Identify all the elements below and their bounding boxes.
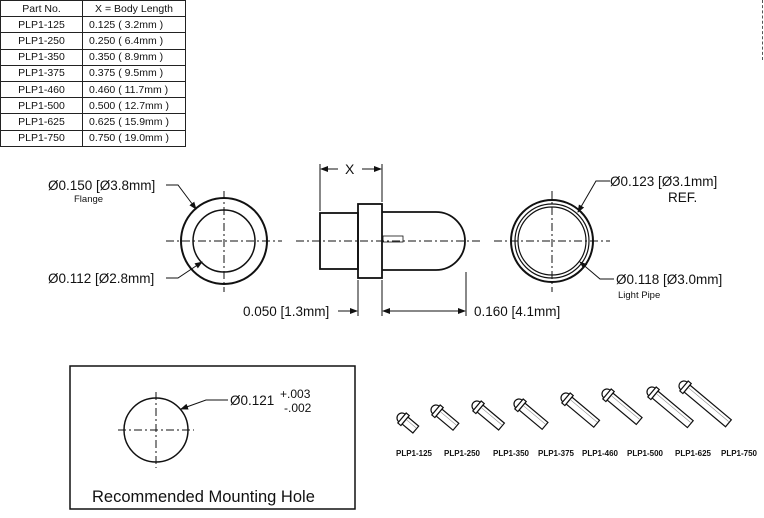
part-dome <box>646 386 656 397</box>
part-body <box>651 390 695 429</box>
side-view <box>296 164 482 316</box>
lineup-part <box>646 386 695 429</box>
lineup-part <box>471 400 506 431</box>
part-dome <box>560 392 570 403</box>
lineup-part <box>678 380 733 428</box>
front-view <box>166 184 282 292</box>
lineup-part <box>396 412 420 434</box>
pipe-leader <box>579 261 614 280</box>
ref-caption: REF. <box>668 190 697 205</box>
part-highlight <box>656 393 691 423</box>
part-body <box>401 416 420 434</box>
mount-leader <box>180 399 228 410</box>
part-highlight <box>611 395 640 420</box>
part-cell: PLP1-750 <box>0 129 83 147</box>
lineup-part <box>513 398 549 431</box>
flange-thickness-label: 0.050 [1.3mm] <box>243 304 329 319</box>
ref-leader <box>577 180 610 213</box>
part-highlight <box>481 407 502 426</box>
mounting-box <box>69 365 356 510</box>
pipe-caption: Light Pipe <box>618 290 660 301</box>
lineup-label: PLP1-750 <box>721 449 758 458</box>
lineup-label: PLP1-125 <box>396 449 433 458</box>
parts-lineup: PLP1-125 PLP1-250 PLP1-350 PLP1-375 PLP1-460… <box>396 380 758 458</box>
length-cell: 0.250 ( 6.4mm ) <box>82 32 186 50</box>
mount-tol-plus: +.003 <box>280 387 311 401</box>
part-body <box>683 384 733 428</box>
part-highlight <box>688 387 729 422</box>
part-cell: PLP1-500 <box>0 97 83 115</box>
part-dome <box>601 388 611 399</box>
part-body <box>606 392 643 426</box>
lineup-label: PLP1-250 <box>444 449 481 458</box>
inner-dim-label: Ø0.112 [Ø2.8mm] <box>48 271 154 286</box>
part-highlight <box>570 399 598 423</box>
flange-leader <box>166 184 197 210</box>
part-dome <box>678 380 688 391</box>
flange-dim-label: Ø0.150 [Ø3.8mm] <box>48 178 155 193</box>
lineup-label: PLP1-460 <box>582 449 619 458</box>
pipe-dim-label: Ø0.118 [Ø3.0mm] <box>616 272 722 287</box>
part-body <box>435 408 460 432</box>
part-highlight <box>440 411 457 426</box>
part-cell: PLP1-250 <box>0 32 83 50</box>
pipe-length-label: 0.160 [4.1mm] <box>474 304 560 319</box>
part-dome <box>430 404 440 415</box>
inner-leader <box>166 261 203 279</box>
lineup-part <box>430 404 460 432</box>
light-pipe-outline <box>382 211 466 271</box>
length-cell: 0.625 ( 15.9mm ) <box>82 113 186 131</box>
part-body <box>565 396 601 429</box>
pipe-detail <box>382 235 404 243</box>
mount-dim-label: Ø0.121 <box>230 393 274 408</box>
length-cell: 0.750 ( 19.0mm ) <box>82 129 186 147</box>
x-dim-label: X <box>345 161 355 177</box>
lineup-label: PLP1-350 <box>493 449 530 458</box>
part-dome <box>513 398 523 409</box>
length-cell: 0.375 ( 9.5mm ) <box>82 64 186 82</box>
lineup-part <box>560 392 601 429</box>
rear-view <box>494 180 614 292</box>
flange-caption: Flange <box>74 194 103 205</box>
mounting-hole <box>118 392 228 468</box>
edge-divider <box>762 0 764 60</box>
lineup-label: PLP1-375 <box>538 449 575 458</box>
part-dome <box>471 400 481 411</box>
length-cell: 0.500 ( 12.7mm ) <box>82 97 186 115</box>
lineup-part <box>601 388 643 426</box>
mount-tol-minus: -.002 <box>284 401 312 415</box>
part-highlight <box>523 405 546 425</box>
ref-dim-label: Ø0.123 [Ø3.1mm] <box>610 174 717 189</box>
mounting-title: Recommended Mounting Hole <box>92 488 315 506</box>
part-body <box>476 404 506 431</box>
lineup-label: PLP1-500 <box>627 449 664 458</box>
lineup-label: PLP1-625 <box>675 449 712 458</box>
part-body <box>518 402 549 431</box>
part-dome <box>396 412 406 423</box>
part-highlight <box>406 419 417 429</box>
